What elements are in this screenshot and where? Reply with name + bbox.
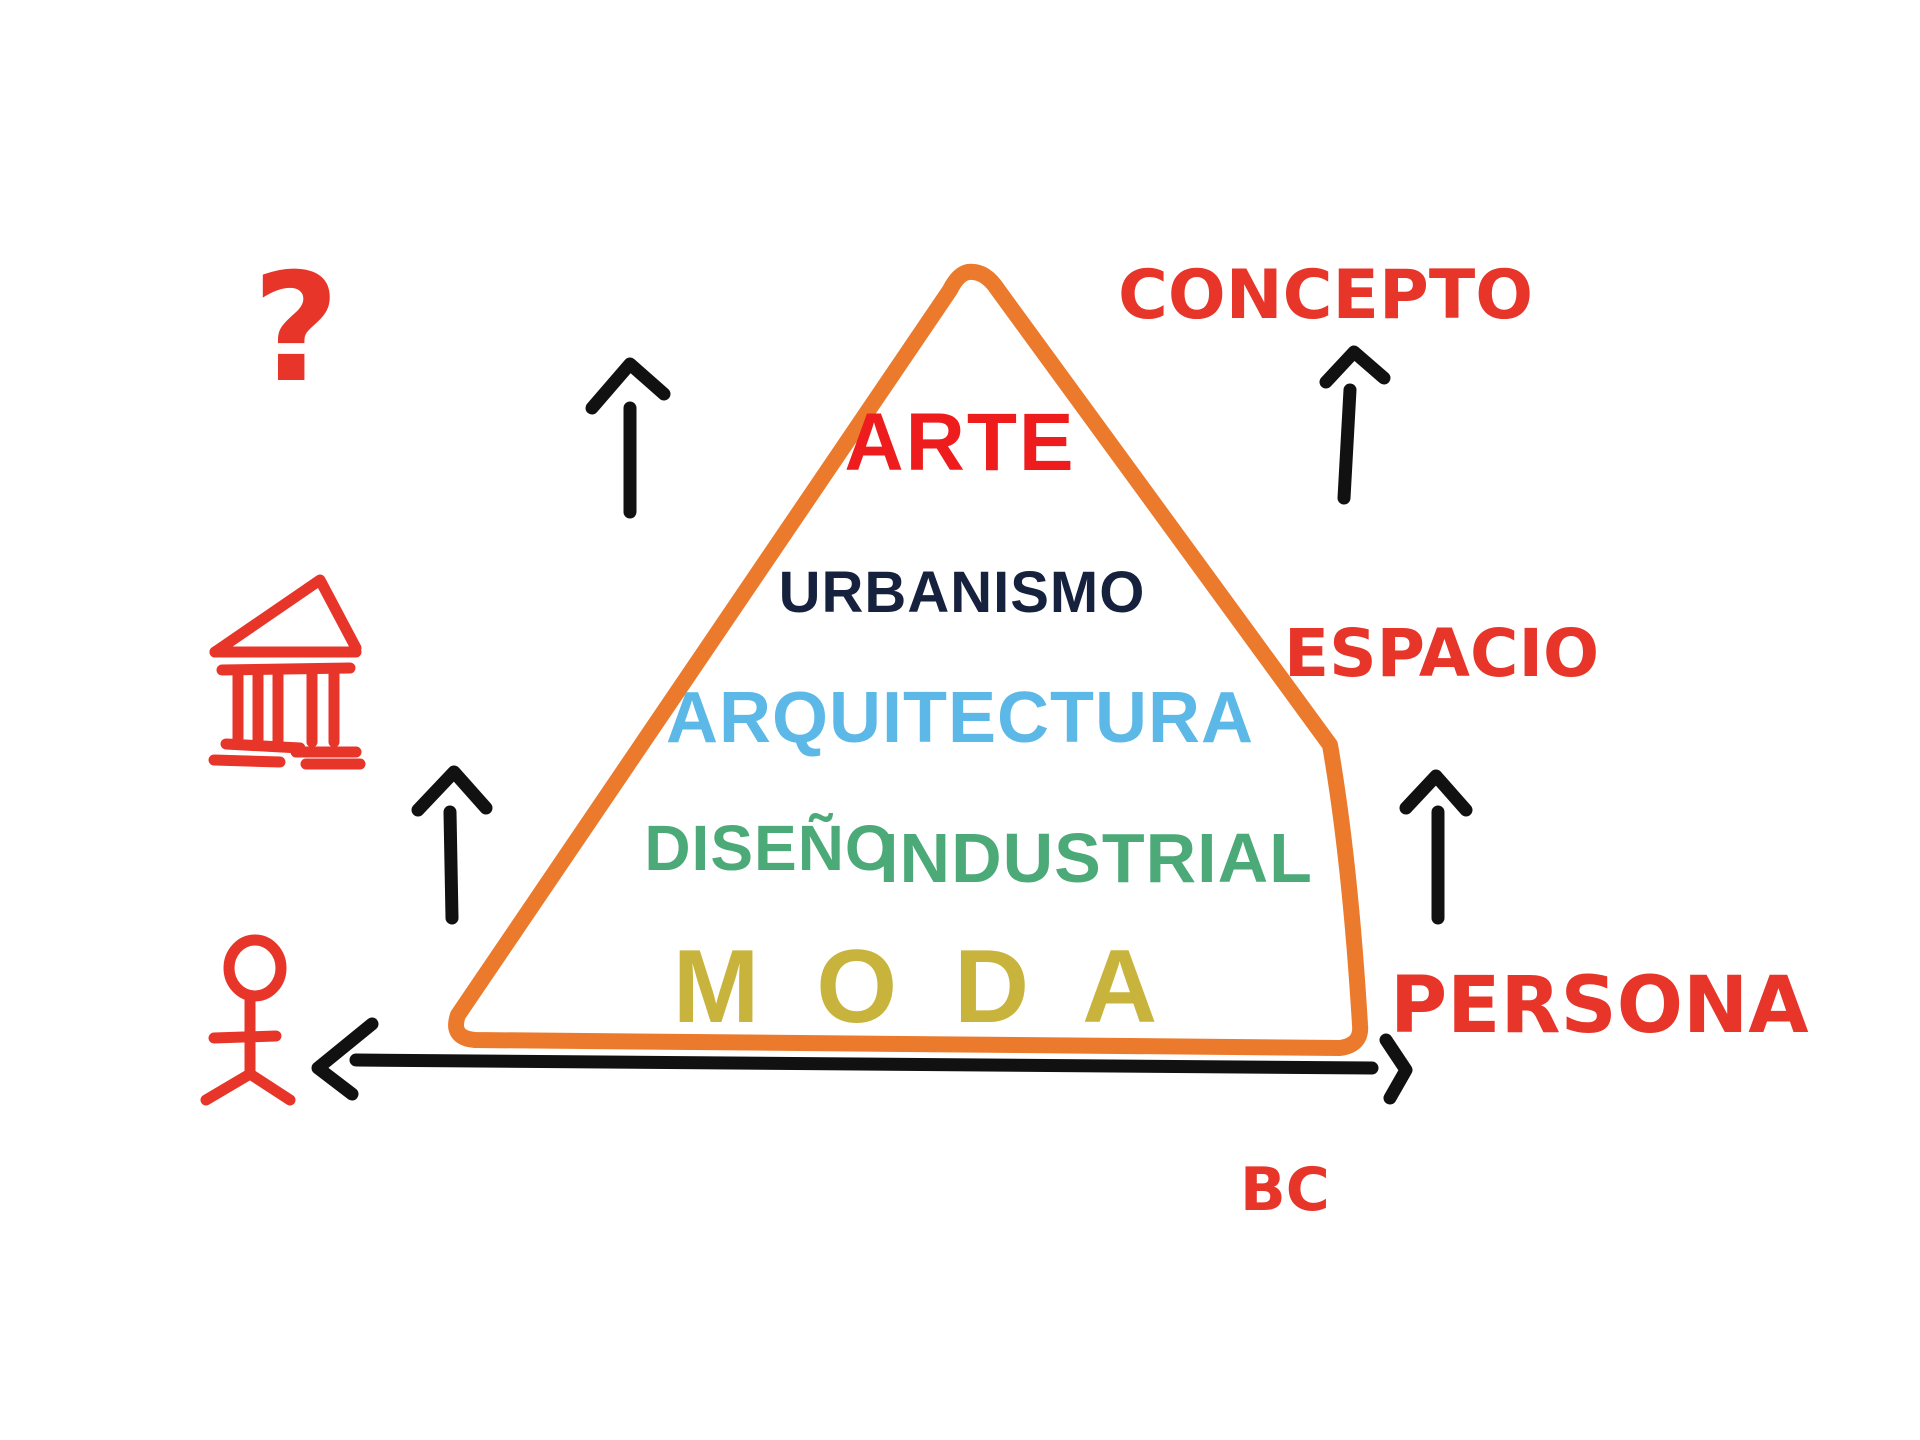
question-icon: ? [252,242,339,416]
arrow-horizontal [311,1017,1413,1105]
label-espacio: ESPACIO [1284,615,1599,692]
pyramid-outline [448,263,1369,1056]
arrow-up-left-bottom [411,765,493,925]
level-arquitectura: ARQUITECTURA [666,678,1254,758]
label-persona: PERSONA [1390,961,1809,1051]
level-industrial: INDUSTRIAL [879,819,1313,897]
level-moda: M O D A [673,929,1172,1045]
level-arte: ARTE [844,397,1075,488]
level-diseno: DISEÑO [644,812,895,884]
building-icon [208,574,366,770]
arrow-up-right-top [1319,345,1391,505]
person-icon [200,934,296,1106]
label-concepto: CONCEPTO [1118,256,1533,335]
signature: BC [1240,1155,1330,1225]
level-urbanismo: URBANISMO [779,560,1146,625]
arrow-up-left-top [585,357,671,519]
arrow-up-right-bottom [1399,769,1473,925]
